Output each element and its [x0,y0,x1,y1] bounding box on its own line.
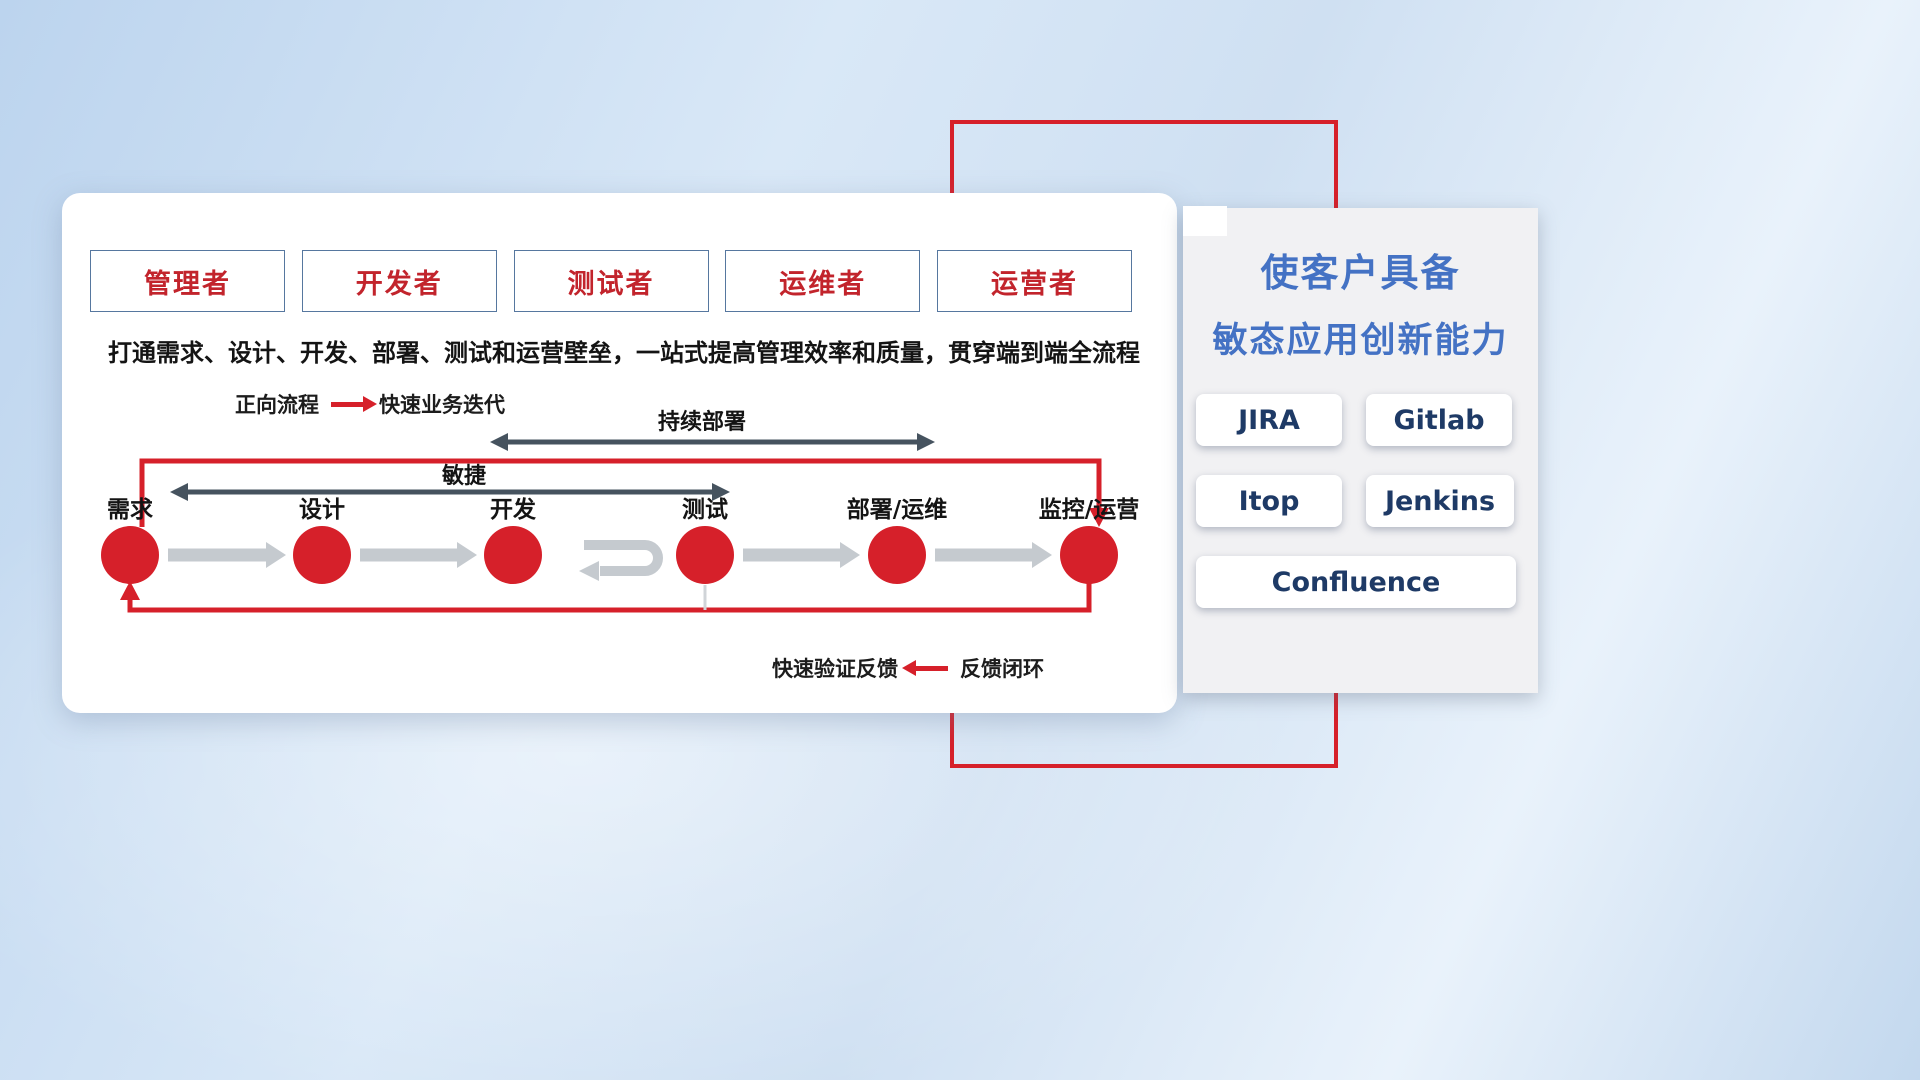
tool-box-jenkins: Jenkins [1366,475,1514,527]
devops-flow-panel: 管理者 开发者 测试者 运维者 运营者 打通需求、设计、开发、部署、测试和运营壁… [62,193,1177,713]
stage-label-deploy-ops: 部署/运维 [847,496,947,523]
tool-box-itop: Itop [1196,475,1342,527]
role-box-manager: 管理者 [90,250,285,312]
forward-flow-arrowhead-icon [1089,508,1109,527]
legend-feedback: 快速验证反馈 反馈闭环 [772,653,1044,683]
role-box-operator: 运营者 [937,250,1132,312]
tool-box-jira: JIRA [1196,394,1342,446]
capability-title-line2: 敏态应用创新能力 [1212,321,1509,361]
stage-label-design: 设计 [299,497,345,523]
agile-right-arrowhead-icon [712,483,730,501]
stage-arrow-3 [743,542,860,568]
tool-box-confluence: Confluence [1196,556,1516,608]
legend-forward-label: 正向流程 [235,393,319,417]
stage-node-test [676,526,734,584]
role-box-tester: 测试者 [513,250,709,312]
left-arrow-icon [916,665,948,671]
legend-forward: 正向流程 快速业务迭代 [235,389,505,419]
continuous-deploy-label: 持续部署 [658,409,746,435]
stage-label-monitor: 监控/运营 [1039,496,1139,523]
feedback-loop-arrowhead-icon [120,581,140,600]
stage-node-design [293,526,351,584]
stage-node-requirements [101,526,159,584]
flow-diagram: 持续部署 敏捷 [101,409,1139,613]
capability-panel: 使客户具备 敏态应用创新能力 JIRA Gitlab Itop Jenkins … [1183,208,1538,693]
stage-arrow-1 [168,542,286,568]
stage-node-monitor [1060,526,1118,584]
right-arrow-icon [331,401,363,407]
decor-white-notch [1183,206,1227,236]
legend-feedback-label: 快速验证反馈 [772,657,898,681]
stage-node-deploy-ops [868,526,926,584]
stage-label-test: 测试 [682,497,728,523]
stage-node-develop [484,526,542,584]
cd-right-arrowhead-icon [917,433,935,451]
roles-row: 管理者 开发者 测试者 运维者 运营者 [90,250,1132,312]
stage-label-requirements: 需求 [107,497,153,523]
agile-left-arrowhead-icon [170,483,188,501]
forward-flow-line [139,458,1102,527]
stage-arrow-2 [360,542,477,568]
stage-label-develop: 开发 [490,496,536,523]
legend-feedback-value: 反馈闭环 [960,657,1044,681]
role-box-ops: 运维者 [725,250,921,312]
legend-forward-value: 快速业务迭代 [379,393,505,417]
agile-label: 敏捷 [441,463,487,489]
feedback-loop-line [127,583,1092,613]
panel-description: 打通需求、设计、开发、部署、测试和运营壁垒，一站式提高管理效率和质量，贯穿端到端… [108,339,1140,367]
iterate-uturn-arrow-icon [579,540,663,581]
role-box-developer: 开发者 [301,250,497,312]
tool-box-gitlab: Gitlab [1366,394,1512,446]
stage-arrow-4 [935,542,1052,568]
capability-title-line1: 使客户具备 [1260,251,1461,295]
cd-left-arrowhead-icon [490,433,508,451]
